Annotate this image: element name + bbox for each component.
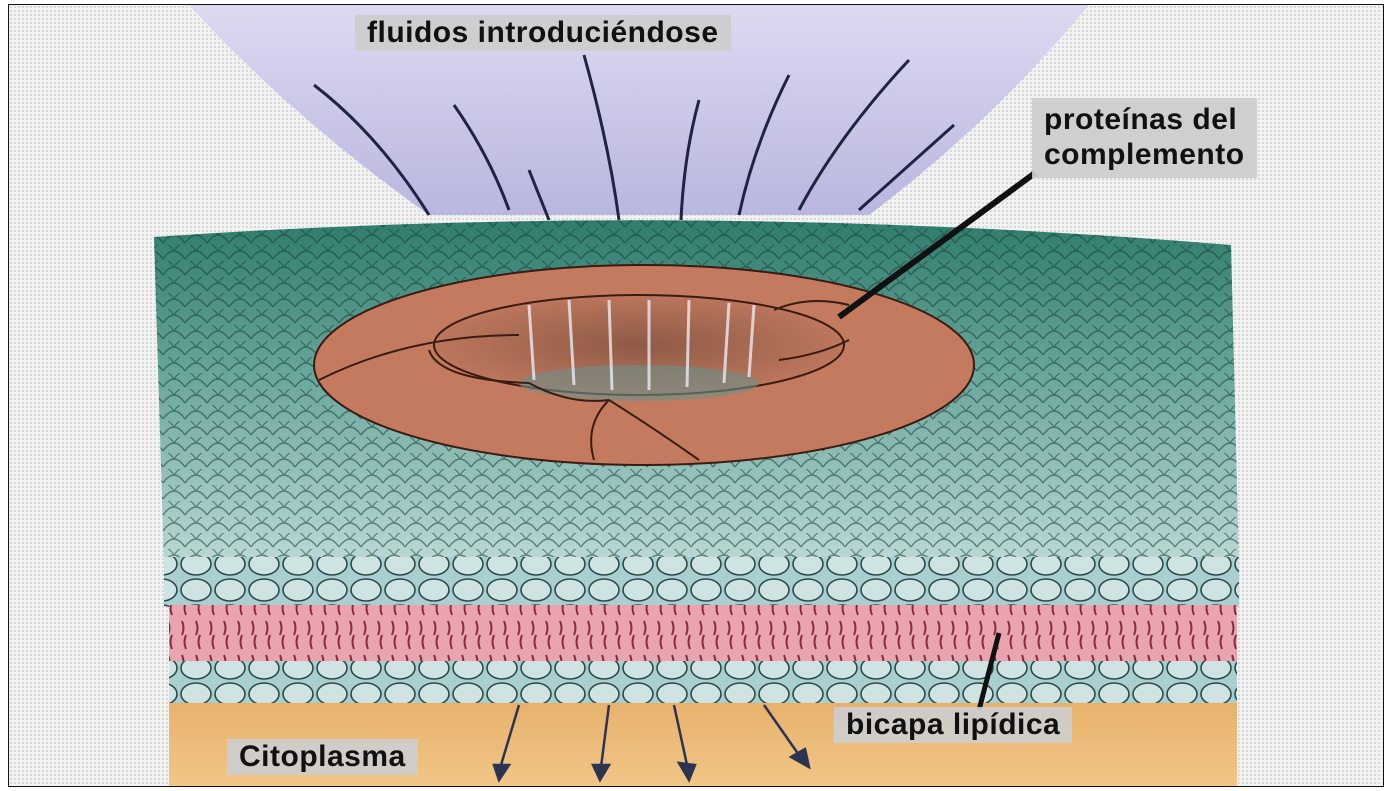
label-complement-proteins: proteínas del complemento [1032, 98, 1257, 178]
complement-pore [314, 265, 974, 465]
label-cytoplasm: Citoplasma [227, 739, 418, 775]
label-proteins-line1: proteínas del [1044, 102, 1245, 137]
label-lipid-bilayer: bicapa lipídica [834, 707, 1072, 743]
diagram-frame: fluidos introduciéndose proteínas del co… [8, 4, 1384, 787]
label-fluids-entering: fluidos introduciéndose [355, 15, 731, 51]
label-proteins-line2: complemento [1044, 137, 1245, 172]
